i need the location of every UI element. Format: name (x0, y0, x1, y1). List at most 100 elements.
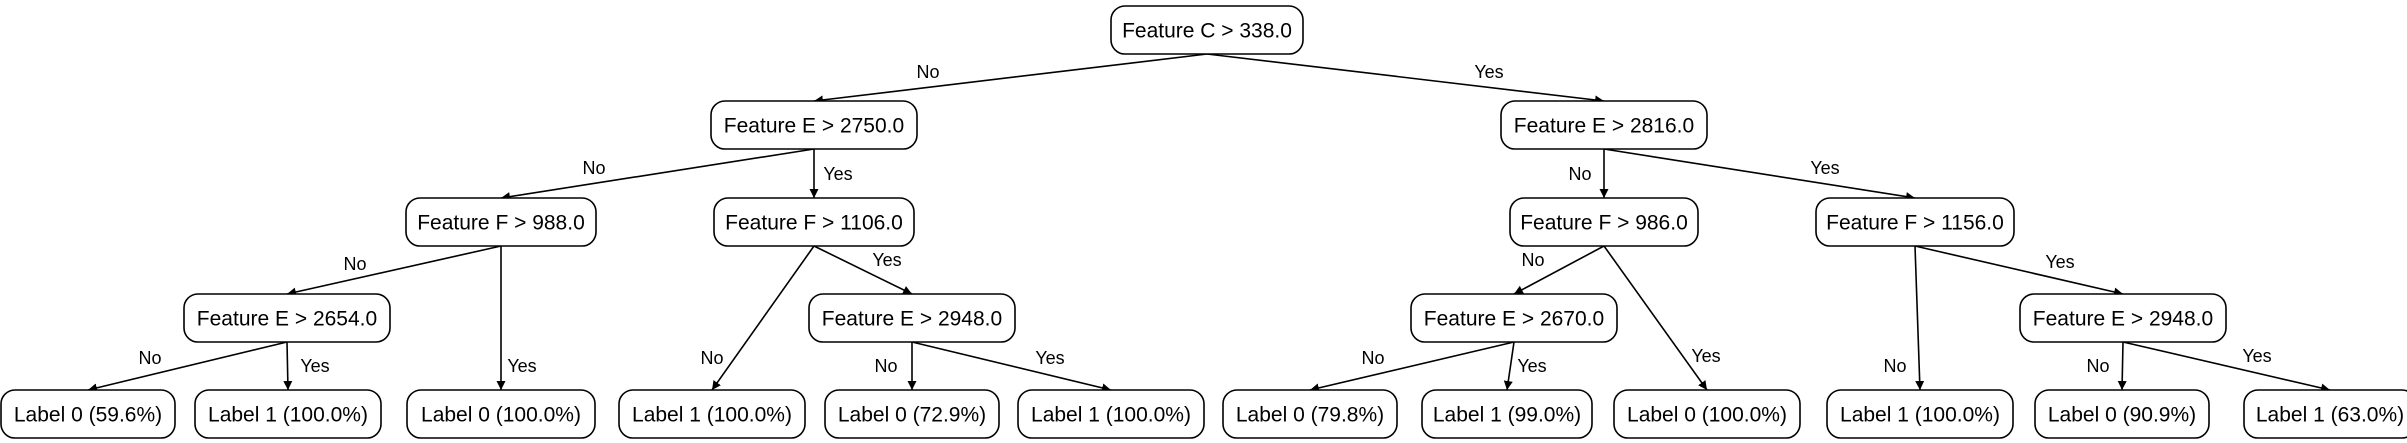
edge-n8-to-l4: No (874, 342, 917, 390)
edge-arrow (813, 245, 913, 295)
node-box (183, 293, 391, 343)
decision-node-n5: Feature F > 986.0 (1509, 197, 1699, 247)
node-label: Feature F > 1156.0 (1826, 212, 2004, 235)
edge-n4-to-l3: No (700, 245, 815, 391)
node-box (0, 389, 176, 439)
edge-n1-to-n4: Yes (809, 149, 853, 198)
node-label: Feature E > 2750.0 (724, 115, 904, 138)
node-label: Label 1 (100.0%) (1031, 404, 1191, 427)
leaf-node-l1: Label 1 (100.0%) (194, 389, 382, 439)
edge-n5-to-l8: Yes (1603, 245, 1721, 391)
node-label: Label 1 (100.0%) (632, 404, 792, 427)
edge-arrow (1914, 245, 1925, 391)
edge-n9-to-l6: No (1309, 341, 1515, 393)
edge-arrow (2122, 341, 2331, 393)
node-box (713, 197, 915, 247)
leaf-node-l9: Label 1 (100.0%) (1826, 389, 2014, 439)
node-box (2034, 389, 2210, 439)
node-label: Feature F > 986.0 (1520, 212, 1688, 235)
node-box (710, 100, 918, 150)
edge-n5-to-n9: No (1513, 245, 1605, 295)
edge-n2-to-n5: No (1568, 149, 1609, 198)
node-box (1500, 100, 1708, 150)
edge-arrow (500, 148, 815, 202)
edge-label-no: No (138, 348, 161, 368)
node-box (1826, 389, 2014, 439)
leaf-node-l8: Label 0 (100.0%) (1613, 389, 1801, 439)
edge-label-yes: Yes (1517, 356, 1546, 376)
node-label: Label 0 (100.0%) (1627, 404, 1787, 427)
decision-node-n4: Feature F > 1106.0 (713, 197, 915, 247)
edge-label-yes: Yes (1691, 346, 1720, 366)
edge-arrow (1503, 341, 1515, 391)
node-label: Label 0 (90.9%) (2048, 404, 2196, 427)
node-label: Feature F > 1106.0 (725, 212, 903, 235)
decision-node-n9: Feature E > 2670.0 (1410, 293, 1618, 343)
edge-label-no: No (916, 62, 939, 82)
edge-label-no: No (343, 254, 366, 274)
edge-n7-to-l1: Yes (283, 341, 330, 391)
edge-label-yes: Yes (1810, 158, 1839, 178)
leaf-node-l3: Label 1 (100.0%) (618, 389, 806, 439)
edge-label-yes: Yes (300, 356, 329, 376)
edge-arrow (911, 341, 1112, 393)
decision-node-n2: Feature E > 2816.0 (1500, 100, 1708, 150)
edge-n9-to-l7: Yes (1503, 341, 1547, 391)
edge-label-no: No (700, 348, 723, 368)
edge-arrow (1513, 245, 1605, 295)
edge-n6-to-n10: Yes (1914, 245, 2124, 297)
edge-n6-to-l9: No (1883, 245, 1925, 391)
edge-arrow (286, 245, 502, 297)
node-label: Label 1 (99.0%) (1433, 404, 1581, 427)
node-box (1222, 389, 1398, 439)
decision-node-n1: Feature E > 2750.0 (710, 100, 918, 150)
decision-node-n8: Feature E > 2948.0 (808, 293, 1016, 343)
leaf-node-l6: Label 0 (79.8%) (1222, 389, 1398, 439)
edge-arrow (1603, 245, 1708, 391)
edge-label-no: No (582, 158, 605, 178)
node-box (1017, 389, 1205, 439)
edge-n10-to-l11: Yes (2122, 341, 2331, 393)
edge-arrow (2117, 341, 2127, 391)
edge-arrow (1309, 341, 1515, 393)
edge-arrow (1206, 53, 1605, 105)
leaf-node-l0: Label 0 (59.6%) (0, 389, 176, 439)
node-label: Feature E > 2948.0 (2033, 308, 2213, 331)
edge-label-yes: Yes (823, 164, 852, 184)
edge-label-no: No (1361, 348, 1384, 368)
edge-arrow (87, 341, 288, 393)
node-label: Label 0 (59.6%) (14, 404, 162, 427)
leaf-node-l4: Label 0 (72.9%) (824, 389, 1000, 439)
edge-label-no: No (1568, 164, 1591, 184)
edge-n3-to-n7: No (286, 245, 502, 297)
edge-label-no: No (1883, 356, 1906, 376)
leaf-node-l5: Label 1 (100.0%) (1017, 389, 1205, 439)
node-box (808, 293, 1016, 343)
node-label: Label 1 (100.0%) (208, 404, 368, 427)
leaf-node-l11: Label 1 (63.0%) (2243, 389, 2407, 439)
node-label: Feature E > 2816.0 (1514, 115, 1694, 138)
node-box (824, 389, 1000, 439)
node-label: Label 0 (72.9%) (838, 404, 986, 427)
decision-node-n7: Feature E > 2654.0 (183, 293, 391, 343)
edge-n10-to-l10: No (2086, 341, 2127, 391)
node-box (405, 197, 597, 247)
leaf-node-l10: Label 0 (90.9%) (2034, 389, 2210, 439)
edge-label-yes: Yes (1035, 348, 1064, 368)
node-label: Label 0 (100.0%) (421, 404, 581, 427)
decision-node-n3: Feature F > 988.0 (405, 197, 597, 247)
leaf-node-l2: Label 0 (100.0%) (406, 389, 596, 439)
node-box (618, 389, 806, 439)
edge-arrow (711, 245, 815, 391)
node-label: Feature C > 338.0 (1122, 20, 1292, 43)
node-box (1613, 389, 1801, 439)
edge-n0-to-n2: Yes (1206, 53, 1605, 105)
decision-node-n10: Feature E > 2948.0 (2019, 293, 2227, 343)
node-box (1509, 197, 1699, 247)
node-label: Label 1 (100.0%) (1840, 404, 2000, 427)
edge-n3-to-l2: Yes (496, 246, 537, 390)
node-label: Feature F > 988.0 (417, 212, 585, 235)
